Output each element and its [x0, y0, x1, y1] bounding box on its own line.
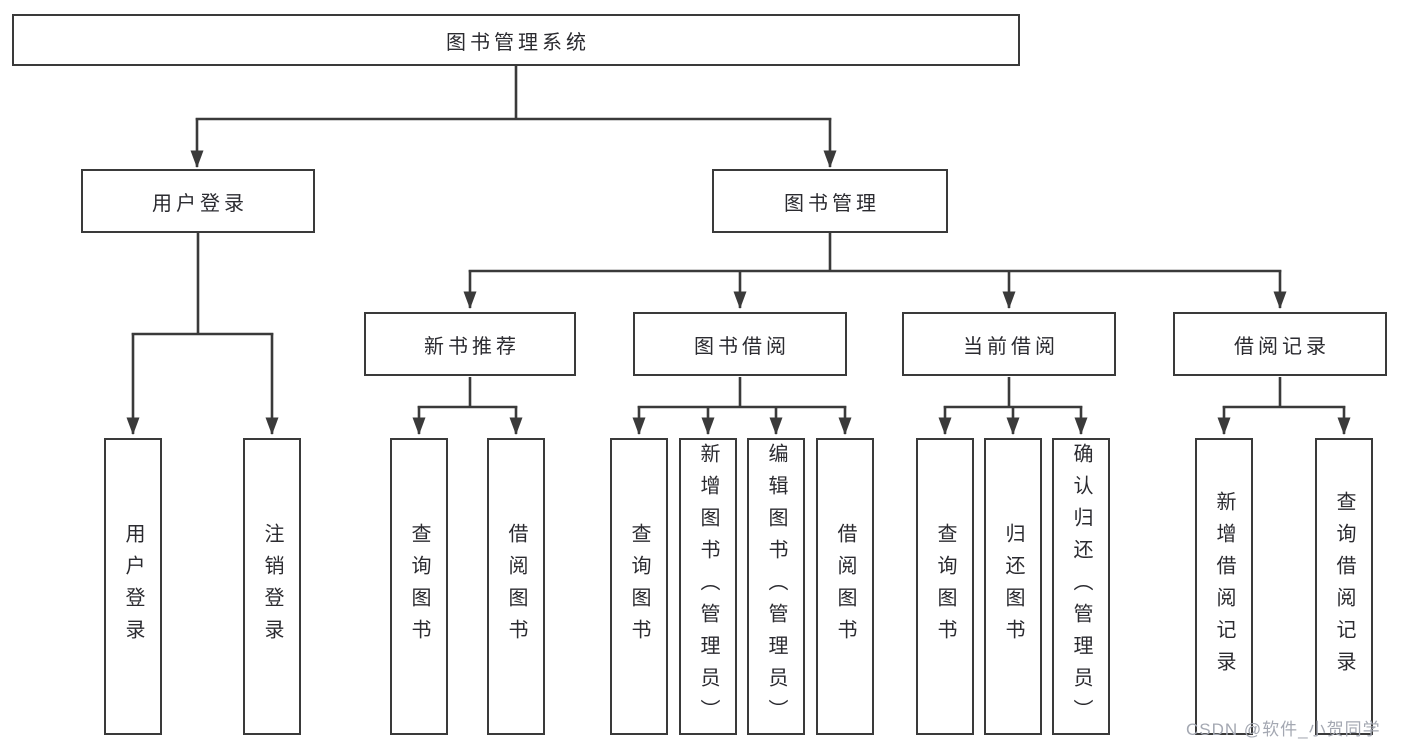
node-cb-return-books: 归还图书 — [984, 438, 1042, 735]
node-user-login-action: 用户登录 — [104, 438, 162, 735]
node-user-login: 用户登录 — [81, 169, 315, 233]
node-cb-query-books: 查询图书 — [916, 438, 974, 735]
node-bb-edit-books-admin: 编辑图书（管理员） — [747, 438, 805, 735]
node-library-management-system: 图书管理系统 — [12, 14, 1020, 66]
node-br-query-record: 查询借阅记录 — [1315, 438, 1373, 735]
node-borrow-records: 借阅记录 — [1173, 312, 1387, 376]
node-bb-add-books-admin: 新增图书（管理员） — [679, 438, 737, 735]
node-nb-borrow-books: 借阅图书 — [487, 438, 545, 735]
node-current-borrow: 当前借阅 — [902, 312, 1116, 376]
node-new-book-recommend: 新书推荐 — [364, 312, 576, 376]
node-book-borrow: 图书借阅 — [633, 312, 847, 376]
node-book-management: 图书管理 — [712, 169, 948, 233]
node-br-add-record: 新增借阅记录 — [1195, 438, 1253, 735]
csdn-watermark: CSDN @软件_小贺同学 — [1186, 720, 1381, 739]
node-bb-borrow-books: 借阅图书 — [816, 438, 874, 735]
node-bb-query-books: 查询图书 — [610, 438, 668, 735]
node-cb-confirm-return-admin: 确认归还（管理员） — [1052, 438, 1110, 735]
node-nb-query-books: 查询图书 — [390, 438, 448, 735]
node-logout-action: 注销登录 — [243, 438, 301, 735]
